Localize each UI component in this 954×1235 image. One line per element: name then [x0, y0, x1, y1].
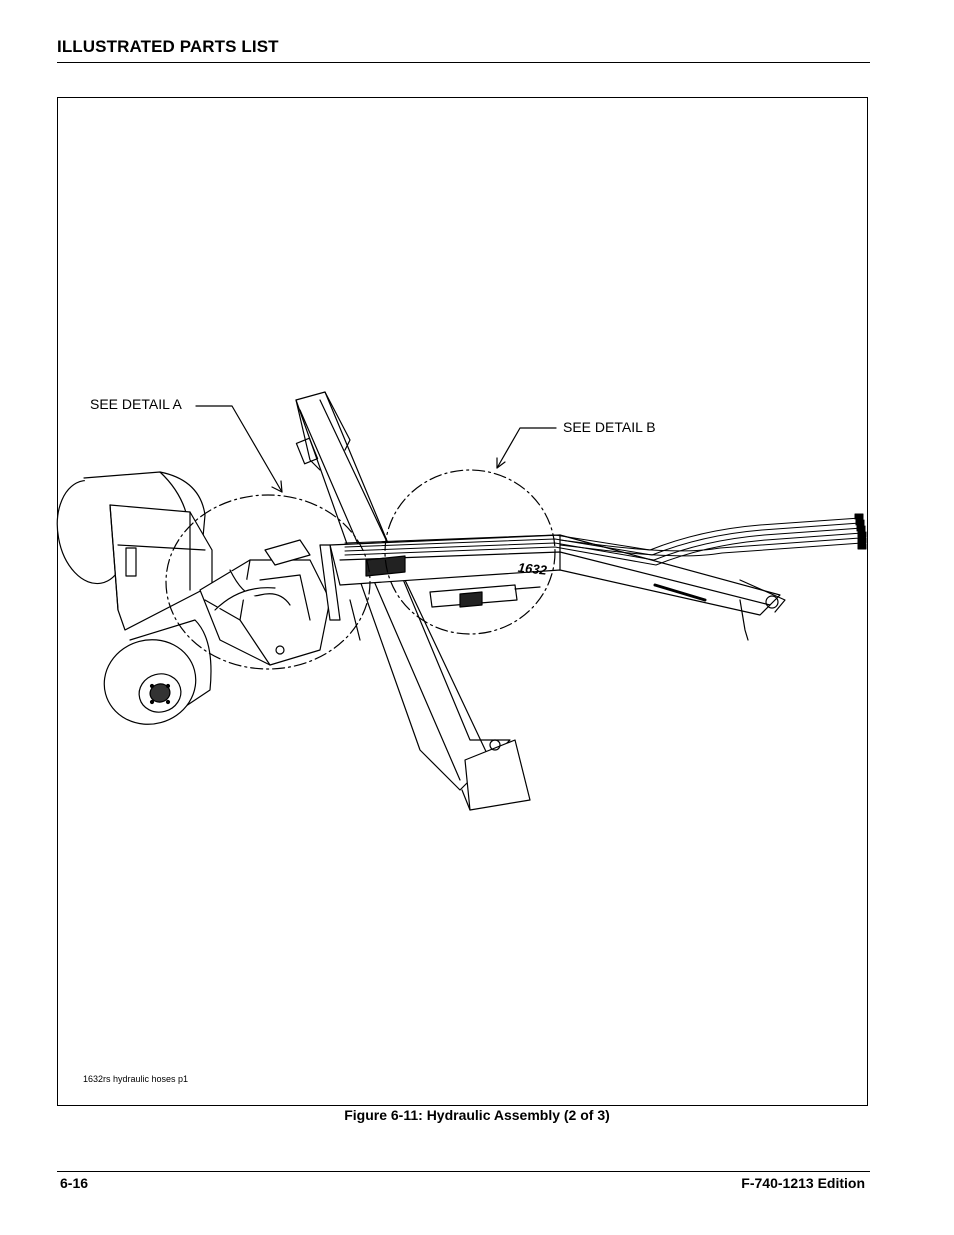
figure-frame: [57, 97, 868, 1106]
hydraulic-cylinders: [214, 539, 541, 641]
machine-model-label: 1632: [517, 560, 548, 578]
edition-label: F-740-1213 Edition: [741, 1175, 865, 1191]
callout-detail-b: SEE DETAIL B: [563, 419, 656, 435]
figure-file-reference: 1632rs hydraulic hoses p1: [83, 1074, 189, 1084]
detail-circles: [165, 469, 556, 670]
lower-tire: [103, 619, 212, 725]
footer-divider: [57, 1171, 870, 1172]
figure-caption: Figure 6-11: Hydraulic Assembly (2 of 3): [344, 1107, 610, 1123]
callout-detail-a: SEE DETAIL A: [90, 396, 182, 412]
hydraulic-hose-bundle: [344, 513, 867, 566]
page-number: 6-16: [60, 1175, 89, 1191]
header-divider: [57, 62, 870, 63]
main-beam: [329, 534, 786, 641]
detail-b-circle: [384, 469, 556, 635]
detail-a-circle: [165, 494, 371, 670]
hopper-box: [109, 504, 213, 631]
section-title: ILLUSTRATED PARTS LIST: [57, 37, 279, 56]
axle-frame: [199, 559, 331, 666]
callout-leaders: [195, 405, 557, 493]
